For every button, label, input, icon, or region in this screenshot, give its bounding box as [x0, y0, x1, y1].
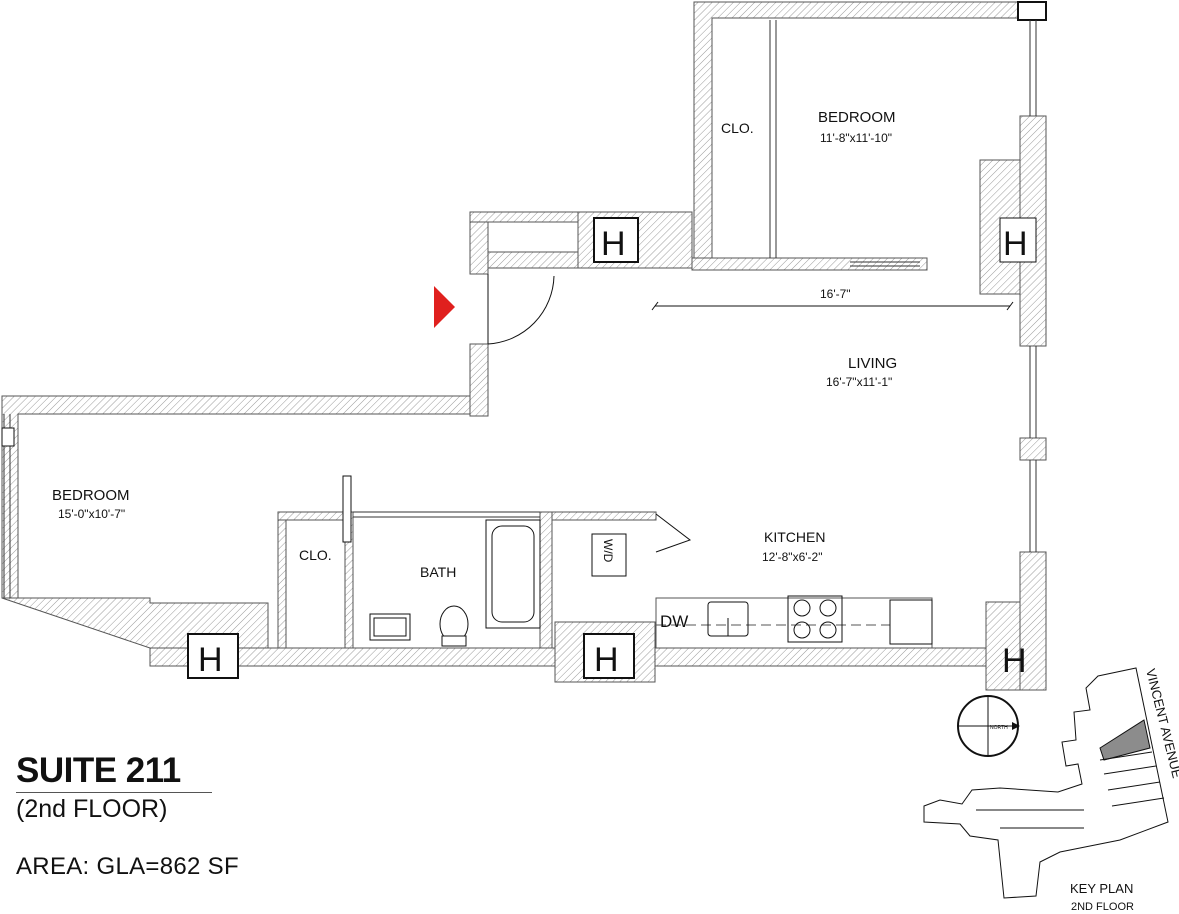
key-plan-highlighted-unit	[1099, 719, 1151, 761]
suite-area: AREA: GLA=862 SF	[16, 853, 239, 880]
radiator-bottom-right: H	[1002, 642, 1027, 680]
radiator-top: H	[593, 217, 639, 263]
suite-title: SUITE 211	[16, 751, 181, 790]
entry-arrow-icon	[434, 286, 455, 328]
radiator-bottom-left: H	[187, 633, 239, 679]
svg-text:NORTH: NORTH	[990, 725, 1008, 731]
toilet-icon	[439, 605, 469, 647]
radiators: H H H H H	[187, 217, 1037, 680]
windows	[1, 20, 1037, 598]
closet-2-label: CLO.	[299, 547, 332, 563]
bedroom-2-dims: 15'-0"x10'-7"	[58, 507, 125, 521]
key-plan-title: KEY PLAN	[1070, 881, 1133, 896]
key-plan-floor: 2ND FLOOR	[1071, 901, 1134, 913]
bedroom-1-dims: 11'-8"x11'-10"	[820, 131, 892, 145]
dimension-line	[651, 301, 1014, 311]
bath-sink	[369, 613, 411, 641]
bedroom-1-name: BEDROOM	[818, 109, 896, 126]
dishwasher-label: DW	[660, 612, 688, 631]
suite-floor: (2nd FLOOR)	[16, 792, 212, 823]
washer-dryer	[591, 533, 627, 577]
sink-icon	[707, 601, 749, 637]
closet-1-label: CLO.	[721, 120, 754, 136]
living-name: LIVING	[848, 355, 897, 372]
svg-text:H: H	[198, 641, 223, 679]
bathtub-icon	[485, 519, 541, 629]
radiator-bottom-mid: H	[583, 633, 635, 679]
north-arrow-icon: NORTH	[957, 695, 1020, 757]
radiator-right: H	[999, 217, 1037, 263]
living-dims: 16'-7"x11'-1"	[826, 375, 892, 389]
refrigerator	[889, 599, 933, 645]
kitchen-name: KITCHEN	[764, 529, 825, 545]
range-icon	[787, 595, 843, 643]
svg-text:H: H	[601, 225, 626, 263]
bath-label: BATH	[420, 564, 456, 580]
entry-door	[487, 274, 555, 345]
bath-door	[342, 475, 352, 543]
bedroom-2-name: BEDROOM	[52, 487, 130, 504]
dimension-label: 16'-7"	[820, 287, 851, 301]
key-plan	[923, 667, 1169, 899]
washer-dryer-label: W/D	[601, 539, 615, 563]
laundry-door	[655, 513, 692, 553]
svg-text:H: H	[1003, 225, 1028, 263]
svg-text:H: H	[1002, 642, 1027, 680]
svg-text:H: H	[594, 641, 619, 679]
title-block: SUITE 211 (2nd FLOOR) AREA: GLA=862 SF	[16, 752, 239, 881]
kitchen-dims: 12'-8"x6'-2"	[762, 550, 822, 564]
